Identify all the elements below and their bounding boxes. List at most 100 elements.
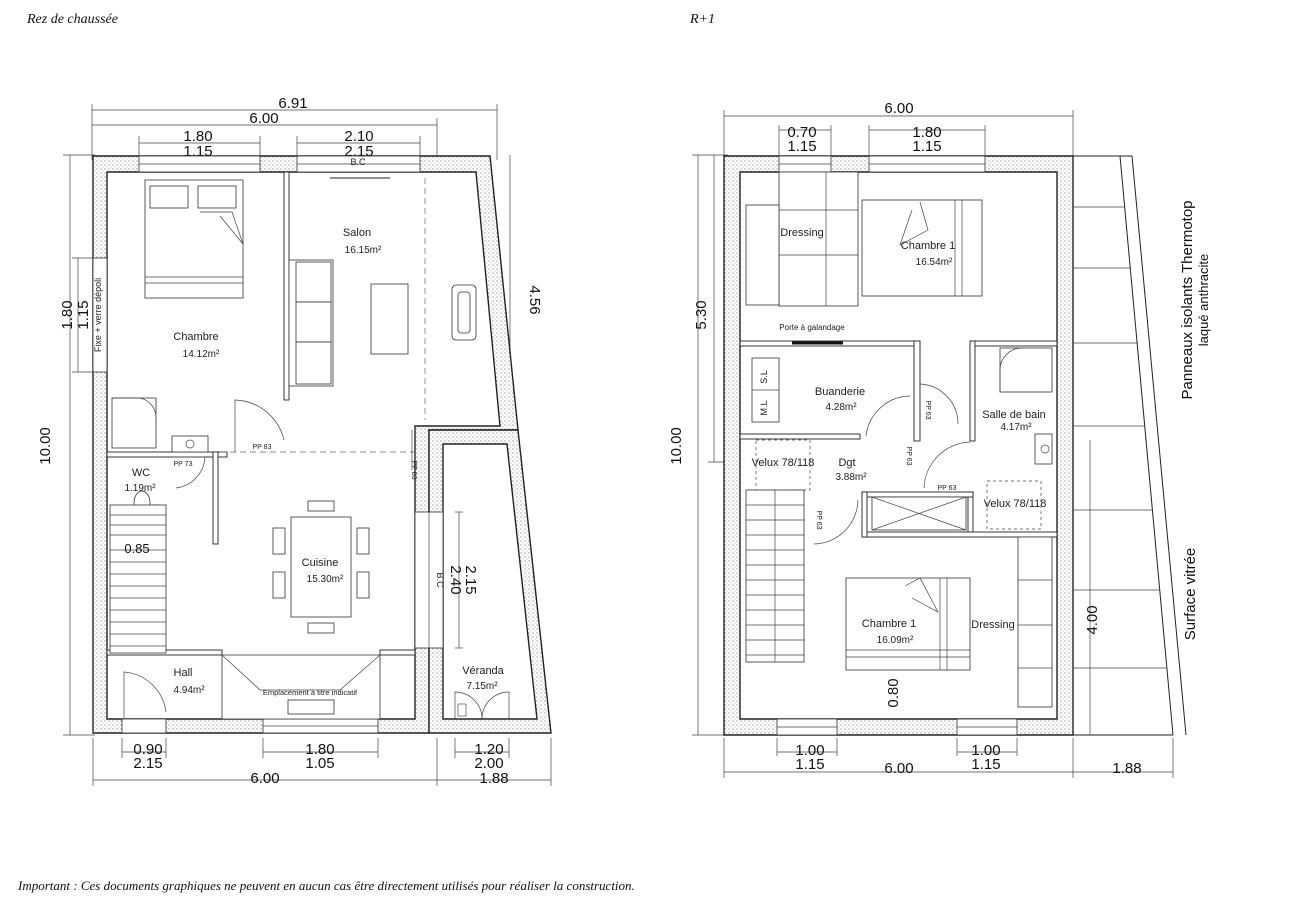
chambre1-bot-area: 16.09m² [877, 635, 914, 646]
chambre1-top-name: Chambre 1 [901, 240, 955, 252]
up-dim-bot-side: 1.88 [1112, 760, 1141, 777]
dressing-top [745, 171, 859, 307]
dressing-top-label: Dressing [780, 227, 823, 239]
dim-left-a: 1.80 [59, 300, 76, 329]
up-dim-win2-b: 1.15 [912, 138, 941, 155]
dim-left-b: 1.15 [75, 300, 92, 329]
window-left-fixe [92, 257, 108, 373]
sdb-area: 4.17m² [1000, 422, 1032, 433]
up-door-1 [919, 383, 959, 425]
shower-upper [999, 347, 1053, 393]
bed-upper-top [861, 199, 983, 297]
pp63-a-label: PP 63 [905, 447, 912, 466]
bc-side-label: B.C [435, 572, 445, 588]
pp63-c-label: PP 63 [938, 485, 957, 492]
upper-top-dimensions [723, 110, 1074, 160]
sink-upper [1034, 433, 1053, 465]
sink-ground [171, 435, 209, 453]
buanderie-area: 4.28m² [825, 402, 857, 413]
up-door-2 [813, 499, 859, 545]
panneaux-label-1: Panneaux isolants Thermotop [1179, 200, 1196, 399]
panneaux-label-2: laqué anthracite [1196, 254, 1211, 347]
up-dim-top-total: 6.00 [884, 100, 913, 117]
wc-door-swing [172, 456, 206, 489]
ground-top-dimensions [91, 104, 498, 160]
emplacement-label: Emplacement à titre indicatif [263, 688, 358, 697]
dim-bot-door-b: 2.15 [133, 755, 162, 772]
upper-left-dimensions [692, 154, 728, 736]
entry-door-swing [123, 671, 167, 719]
veranda-area: 7.15m² [466, 681, 498, 692]
pp63-b-label: PP 63 [924, 401, 931, 420]
velux-right-box [986, 480, 1042, 530]
veranda-name: Véranda [462, 665, 504, 677]
cuisine-area: 15.30m² [307, 574, 344, 585]
upper-bottom-dimensions [723, 738, 1174, 778]
sofa [288, 259, 334, 387]
dim-ver-a: 1.20 [474, 741, 503, 758]
bed-ground [144, 179, 244, 299]
dim-ver-total: 1.88 [479, 770, 508, 787]
ground-floor-title: Rez de chaussée [27, 12, 118, 27]
cupboard [871, 496, 967, 531]
sdb-name: Salle de bain [982, 409, 1046, 421]
ground-bottom-dimensions [92, 738, 552, 786]
upper-floor-plan: 6.00 0.70 1.15 1.80 1.15 10.00 5.30 [668, 100, 1211, 778]
up-dim-bot-w2-b: 1.15 [971, 756, 1000, 773]
salon-name: Salon [343, 227, 371, 239]
buanderie-door [865, 395, 911, 437]
sl-label: S.L [759, 370, 769, 384]
up-dim-win1-a: 0.70 [787, 124, 816, 141]
hall-area: 4.94m² [173, 685, 205, 696]
wc-name: WC [132, 467, 150, 479]
dim-ver-b: 2.00 [474, 755, 503, 772]
chambre1-bot-name: Chambre 1 [862, 618, 916, 630]
pp73-label: PP 73 [174, 461, 193, 468]
dim-bot-total: 6.00 [250, 770, 279, 787]
pp83-a-label: PP 83 [253, 444, 272, 451]
dressing-bot-label: Dressing [971, 619, 1014, 631]
ground-floor-plan: 6.91 6.00 1.80 1.15 2.10 2.15 10.00 1.80… [37, 95, 552, 787]
chambre-name: Chambre [173, 331, 218, 343]
bc-top-label: B.C [350, 157, 366, 167]
veranda-door-left [454, 691, 483, 720]
dim-bot-door-a: 0.90 [133, 741, 162, 758]
dim-top-total: 6.91 [278, 95, 307, 112]
up-dim-win2-a: 1.80 [912, 124, 941, 141]
velux-left-label: Velux 78/118 [752, 457, 815, 469]
dim-window-2-a: 2.10 [344, 128, 373, 145]
up-dim-080: 0.80 [885, 678, 902, 707]
veranda-door-right [481, 691, 510, 720]
pp63-d-label: PP 63 [815, 511, 822, 530]
ml-label: M.L [759, 400, 769, 415]
dining-table [272, 500, 370, 634]
cuisine-name: Cuisine [302, 557, 339, 569]
roof-panels [1073, 155, 1187, 736]
up-dim-left-total: 10.00 [668, 427, 685, 465]
upper-floor-title: R+1 [690, 12, 715, 27]
dim-bot-win-b: 1.05 [305, 755, 334, 772]
up-dim-bot-w2-a: 1.00 [971, 742, 1000, 759]
fixe-label: Fixe + verre dépoli [93, 278, 103, 352]
dim-door-side-b: 2.15 [462, 565, 479, 594]
chambre-area: 14.12m² [183, 349, 220, 360]
surface-vitree-label: Surface vitrée [1182, 548, 1199, 641]
porte-label: Porte à galandage [779, 323, 845, 332]
pp83-b-label: PP 83 [410, 461, 417, 480]
entry-door-opening [121, 718, 167, 734]
buanderie-name: Buanderie [815, 386, 865, 398]
hall-name: Hall [174, 667, 193, 679]
salon-area: 16.15m² [345, 245, 382, 256]
up-dim-left-a: 5.30 [693, 300, 710, 329]
dim-top-inner: 6.00 [249, 110, 278, 127]
dim-window-1-a: 1.80 [183, 128, 212, 145]
dim-left-total: 10.00 [37, 427, 54, 465]
stairs-ground [109, 504, 167, 654]
velux-right-label: Velux 78/118 [984, 498, 1047, 510]
dim-wc-width: 0.85 [124, 541, 149, 556]
sdb-door [923, 441, 971, 489]
dgt-area: 3.88m² [835, 472, 867, 483]
up-dim-bot-w1-b: 1.15 [795, 756, 824, 773]
chambre-door-swing [234, 399, 285, 452]
